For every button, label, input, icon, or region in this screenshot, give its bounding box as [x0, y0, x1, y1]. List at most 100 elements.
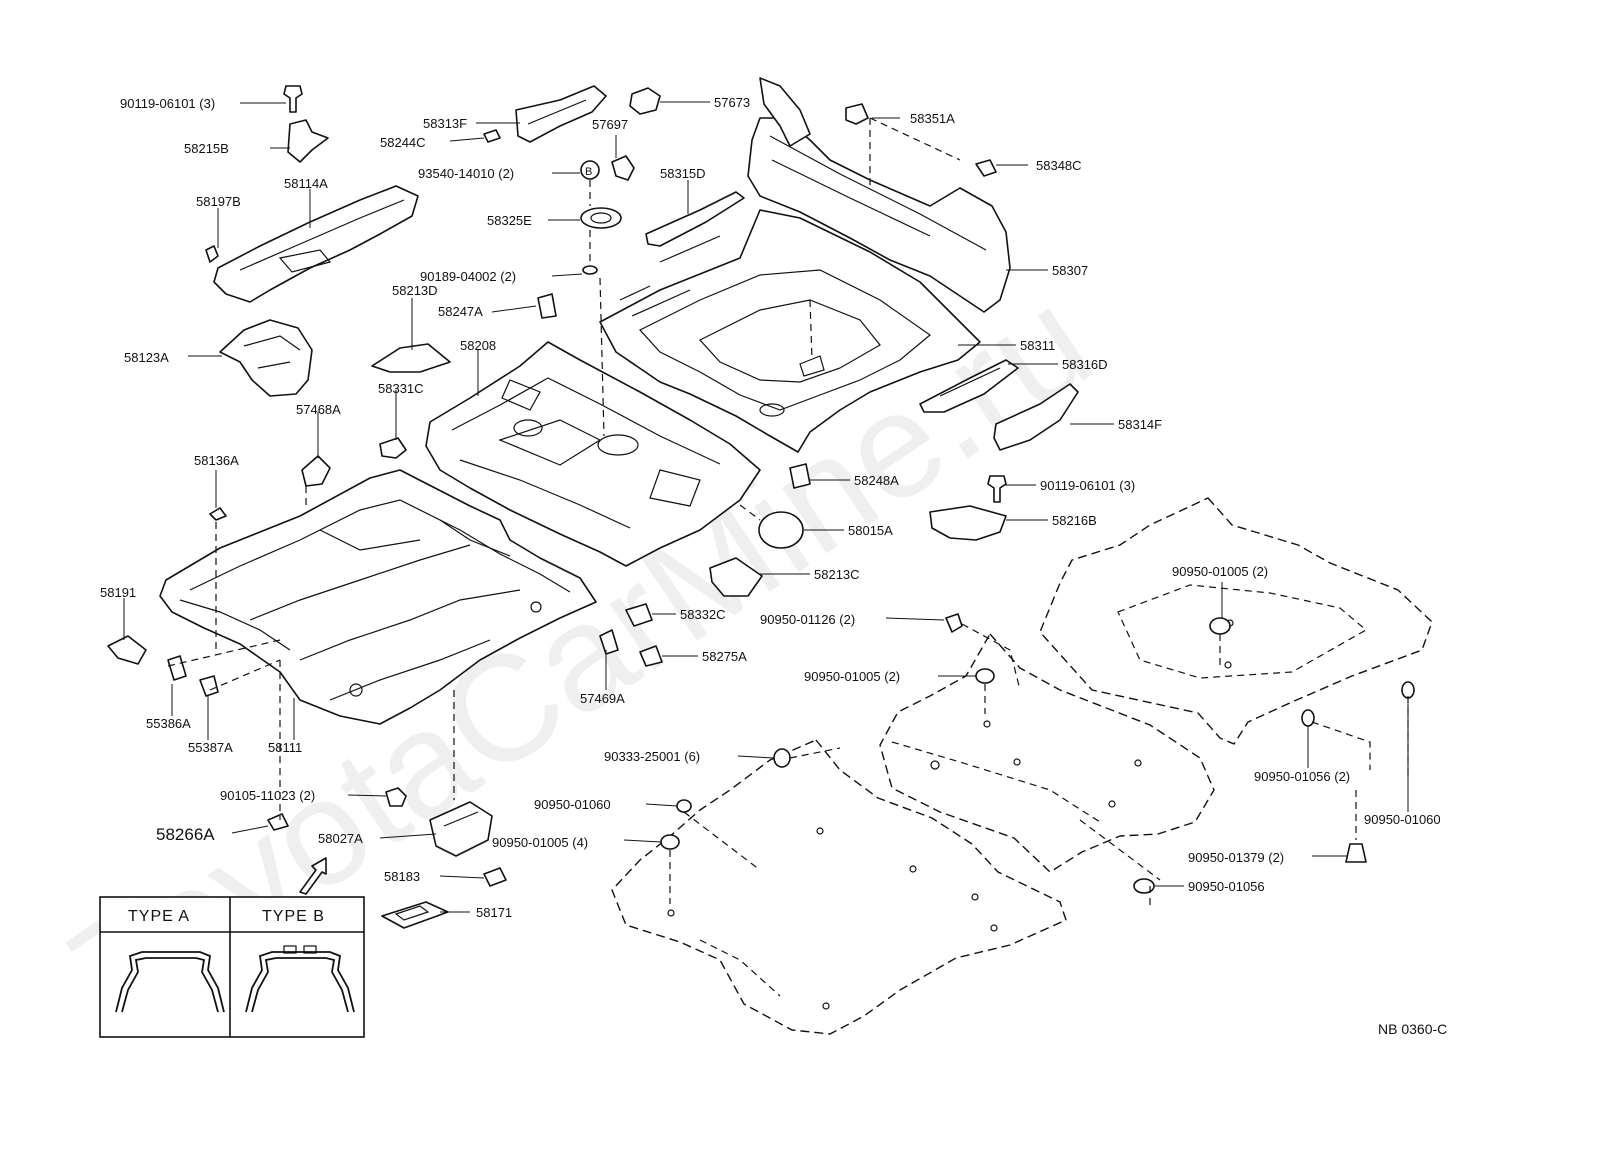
label-93540-14010: 93540-14010 (2)	[418, 166, 514, 181]
bolt-90119-06101-right	[987, 475, 1007, 503]
plug-90189-04002	[582, 265, 598, 275]
label-55386A: 55386A	[146, 716, 191, 731]
label-58248A: 58248A	[854, 473, 899, 488]
label-90950-01056: 90950-01056	[1188, 879, 1265, 894]
label-58191: 58191	[100, 585, 136, 600]
front-side-member-58114A	[213, 185, 419, 303]
pad-58171	[381, 901, 449, 929]
label-90950-01126: 90950-01126 (2)	[760, 612, 855, 627]
bracket-58216B	[929, 505, 1007, 541]
label-57697: 57697	[592, 117, 628, 132]
label-58307: 58307	[1052, 263, 1088, 278]
plug-90950-01056-2	[1301, 709, 1315, 727]
bracket-58213D	[371, 343, 451, 373]
plug-90950-01005-right	[1209, 617, 1231, 635]
type-a-profile	[115, 951, 225, 1013]
label-90950-01060-left: 90950-01060	[534, 797, 611, 812]
bracket-57468A	[301, 455, 331, 487]
label-58111: 58111	[268, 740, 302, 755]
bracket-58213C	[709, 557, 763, 597]
bracket-58183	[483, 867, 507, 887]
label-58325E: 58325E	[487, 213, 532, 228]
floor-mat-pads	[611, 497, 1433, 1035]
label-58315D: 58315D	[660, 166, 706, 181]
rear-floor-pan-58311	[599, 209, 981, 453]
label-58216B: 58216B	[1052, 513, 1097, 528]
clip-58244C	[483, 129, 501, 143]
rear-floor-mat-inner	[1117, 584, 1368, 679]
bracket-58348C	[975, 159, 997, 177]
plug-90950-01060-right	[1401, 681, 1415, 699]
label-58123A: 58123A	[124, 350, 169, 365]
label-58213C: 58213C	[814, 567, 860, 582]
label-58213D: 58213D	[392, 283, 438, 298]
label-58332C: 58332C	[680, 607, 726, 622]
front-floor-mat-tunnel	[699, 939, 781, 997]
label-90950-01056-2: 90950-01056 (2)	[1254, 769, 1350, 784]
rear-body-panel-58307	[747, 117, 1011, 313]
panel-58314F	[993, 383, 1079, 451]
bolt-90119-06101-top	[283, 85, 303, 113]
label-58244C: 58244C	[380, 135, 426, 150]
label-58208: 58208	[460, 338, 496, 353]
label-58331C: 58331C	[378, 381, 424, 396]
label-58275A: 58275A	[702, 649, 747, 664]
label-90950-01379: 90950-01379 (2)	[1188, 850, 1284, 865]
plug-90950-01060-left	[676, 799, 692, 813]
bracket-58123A	[219, 319, 313, 397]
plug-letter-b: B	[585, 166, 592, 178]
plug-90950-01005-4	[660, 834, 680, 850]
panel-58316D	[919, 359, 1019, 413]
clip-55387A	[199, 675, 219, 697]
rear-pillar-brace	[759, 77, 811, 147]
cover-58015A	[758, 511, 804, 549]
plug-93540-14010	[580, 160, 600, 180]
label-58316D: 58316D	[1062, 357, 1108, 372]
plug-90950-01056	[1133, 878, 1155, 894]
center-floor-pan-58208	[425, 341, 761, 567]
rear-floor-mat	[1039, 497, 1433, 745]
part-labels: 90119-06101 (3) 58215B 58313F 58244C 576…	[100, 95, 1441, 920]
bracket-58191	[107, 635, 147, 665]
type-a-header: TYPE A	[128, 908, 190, 925]
label-58311: 58311	[1020, 338, 1055, 353]
bracket-58275A	[639, 645, 663, 667]
label-58197B: 58197B	[196, 194, 241, 209]
label-58215B: 58215B	[184, 141, 229, 156]
clip-58136A	[209, 507, 227, 521]
cover-58325E	[580, 207, 622, 229]
label-90333-25001: 90333-25001 (6)	[604, 749, 700, 764]
middle-floor-mat-fold	[891, 741, 1101, 823]
bracket-58215B	[287, 119, 329, 163]
label-58027A: 58027A	[318, 831, 363, 846]
label-58114A: 58114A	[284, 176, 328, 191]
clip-58266A	[267, 813, 289, 831]
front-floor-pan-58111	[159, 469, 597, 725]
label-58136A: 58136A	[194, 453, 239, 468]
direction-arrow	[299, 857, 327, 895]
label-58247A: 58247A	[438, 304, 483, 319]
label-90105-11023: 90105-11023 (2)	[220, 788, 315, 803]
label-58351A: 58351A	[910, 111, 955, 126]
grommet-90333-25001	[773, 748, 791, 768]
label-90950-01005-4: 90950-01005 (4)	[492, 835, 588, 850]
label-58171: 58171	[476, 905, 512, 920]
label-90119-06101-top: 90119-06101 (3)	[120, 96, 215, 111]
leader-lines	[123, 101, 1409, 913]
panel-58313F	[515, 85, 607, 143]
type-b-profile	[245, 951, 355, 1013]
plug-90950-01005-mid	[975, 668, 995, 684]
label-57469A: 57469A	[580, 691, 625, 706]
label-58266A: 58266A	[156, 825, 215, 844]
body-panels	[159, 77, 1011, 725]
label-90189-04002: 90189-04002 (2)	[420, 269, 516, 284]
panel-58315D	[645, 191, 745, 247]
bracket-58247A	[537, 293, 557, 319]
bracket-58027A	[429, 801, 493, 857]
clip-90950-01379	[1345, 843, 1367, 863]
label-90119-06101-right: 90119-06101 (3)	[1040, 478, 1135, 493]
label-58313F: 58313F	[423, 116, 467, 131]
label-90950-01005-mid: 90950-01005 (2)	[804, 669, 900, 684]
label-58348C: 58348C	[1036, 158, 1082, 173]
